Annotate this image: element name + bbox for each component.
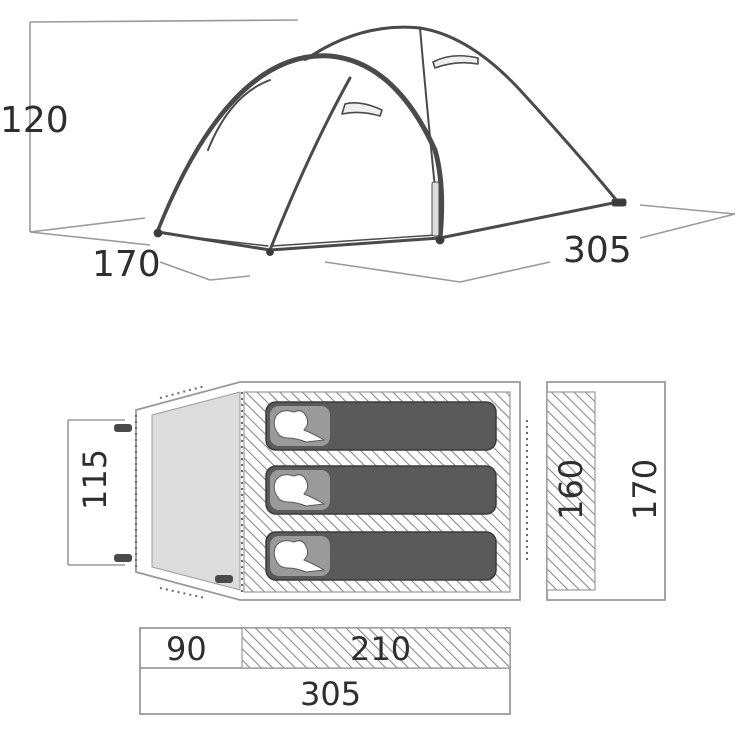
length-dimension-label: 305: [563, 230, 632, 271]
floor-plan: 115 160: [67, 381, 666, 715]
sleeping-bags: [265, 401, 497, 581]
side-width-box: [546, 381, 666, 601]
sleeping-bag-1: [265, 401, 497, 451]
total-length-label: 305: [300, 675, 361, 713]
side-view: 120 170 305: [0, 19, 736, 285]
vestibule-width-label: 115: [76, 449, 114, 510]
inner-width-label: 160: [552, 459, 590, 520]
vestibule-area: [151, 391, 241, 591]
height-dimension-label: 120: [0, 100, 69, 141]
vestibule-width-bracket: [67, 419, 125, 566]
sleeping-bag-2: [265, 465, 497, 515]
sleeping-bag-3: [265, 531, 497, 581]
inner-length-label: 210: [350, 630, 411, 668]
side-view-dimension-lines: [29, 19, 736, 283]
width-dimension-label: 170: [92, 244, 161, 285]
tent-body: [153, 25, 627, 256]
door-dotted-edges: [135, 385, 528, 599]
outer-width-label: 170: [626, 459, 664, 520]
vestibule-length-label: 90: [166, 630, 207, 668]
bottom-length-boxes: [139, 627, 511, 715]
pegs: [114, 424, 233, 583]
